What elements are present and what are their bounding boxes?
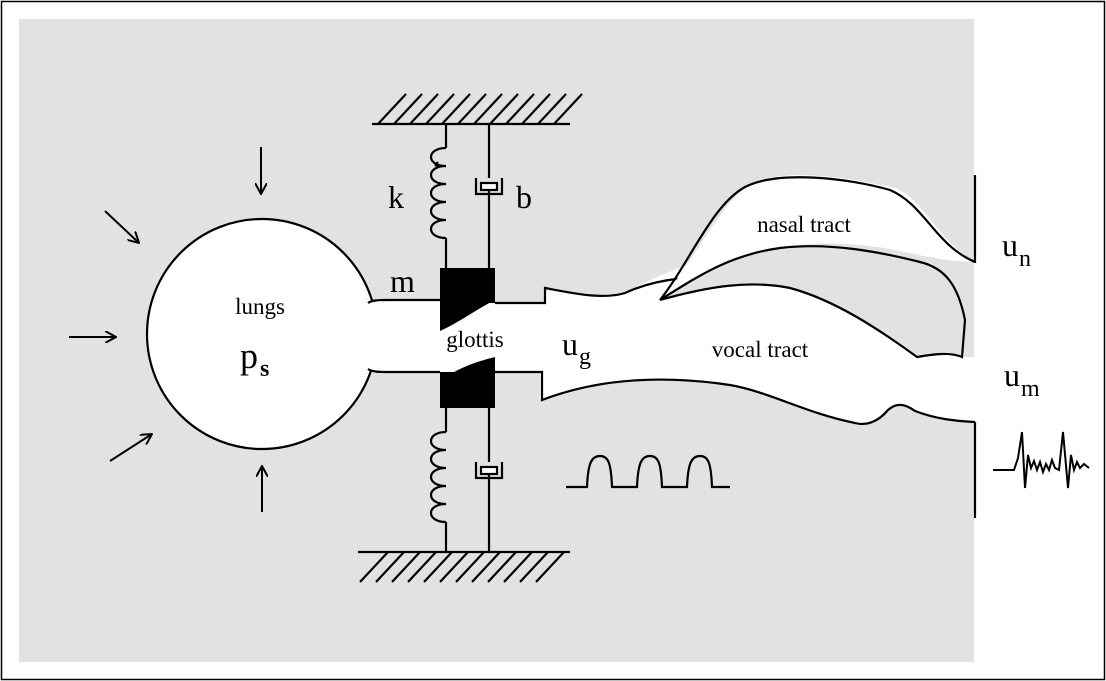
lungs-label: lungs — [235, 294, 285, 319]
lower-damper — [474, 408, 504, 552]
nasal-tract-shape — [660, 175, 975, 300]
trachea-lower-wall — [367, 368, 440, 374]
upper-ground — [372, 93, 583, 126]
glottis-label: glottis — [446, 327, 504, 352]
nasal-output-label: un — [1002, 227, 1031, 272]
nasal-tract-label: nasal tract — [757, 212, 851, 237]
arrow-lower-left — [109, 434, 152, 462]
upper-spring — [429, 124, 448, 268]
trachea-upper-wall — [367, 298, 440, 304]
glottal-flow-waveform — [566, 454, 730, 489]
lungs-circle — [145, 217, 379, 451]
nasal-septum — [659, 245, 967, 359]
pressure-arrows — [69, 147, 262, 512]
lower-vocal-fold — [440, 357, 495, 408]
tract-lower-wall — [495, 370, 976, 426]
vocal-tract-label: vocal tract — [712, 337, 809, 362]
spring-constant-label: k — [388, 179, 404, 215]
lower-spring — [429, 408, 448, 552]
upper-vocal-fold — [440, 268, 495, 331]
lower-ground — [358, 550, 570, 583]
mass-label: m — [390, 263, 415, 299]
damping-label: b — [516, 179, 532, 215]
glottal-flow-label: ug — [562, 326, 591, 370]
upper-damper — [474, 124, 504, 268]
vocal-tract-body — [370, 277, 975, 424]
arrow-upper-left — [104, 210, 139, 243]
subglottal-pressure-label: ps — [240, 336, 269, 382]
nasal-tract-outer-wall — [659, 176, 976, 301]
speech-output-waveform — [993, 431, 1090, 489]
mouth-output-label: um — [1004, 357, 1040, 402]
